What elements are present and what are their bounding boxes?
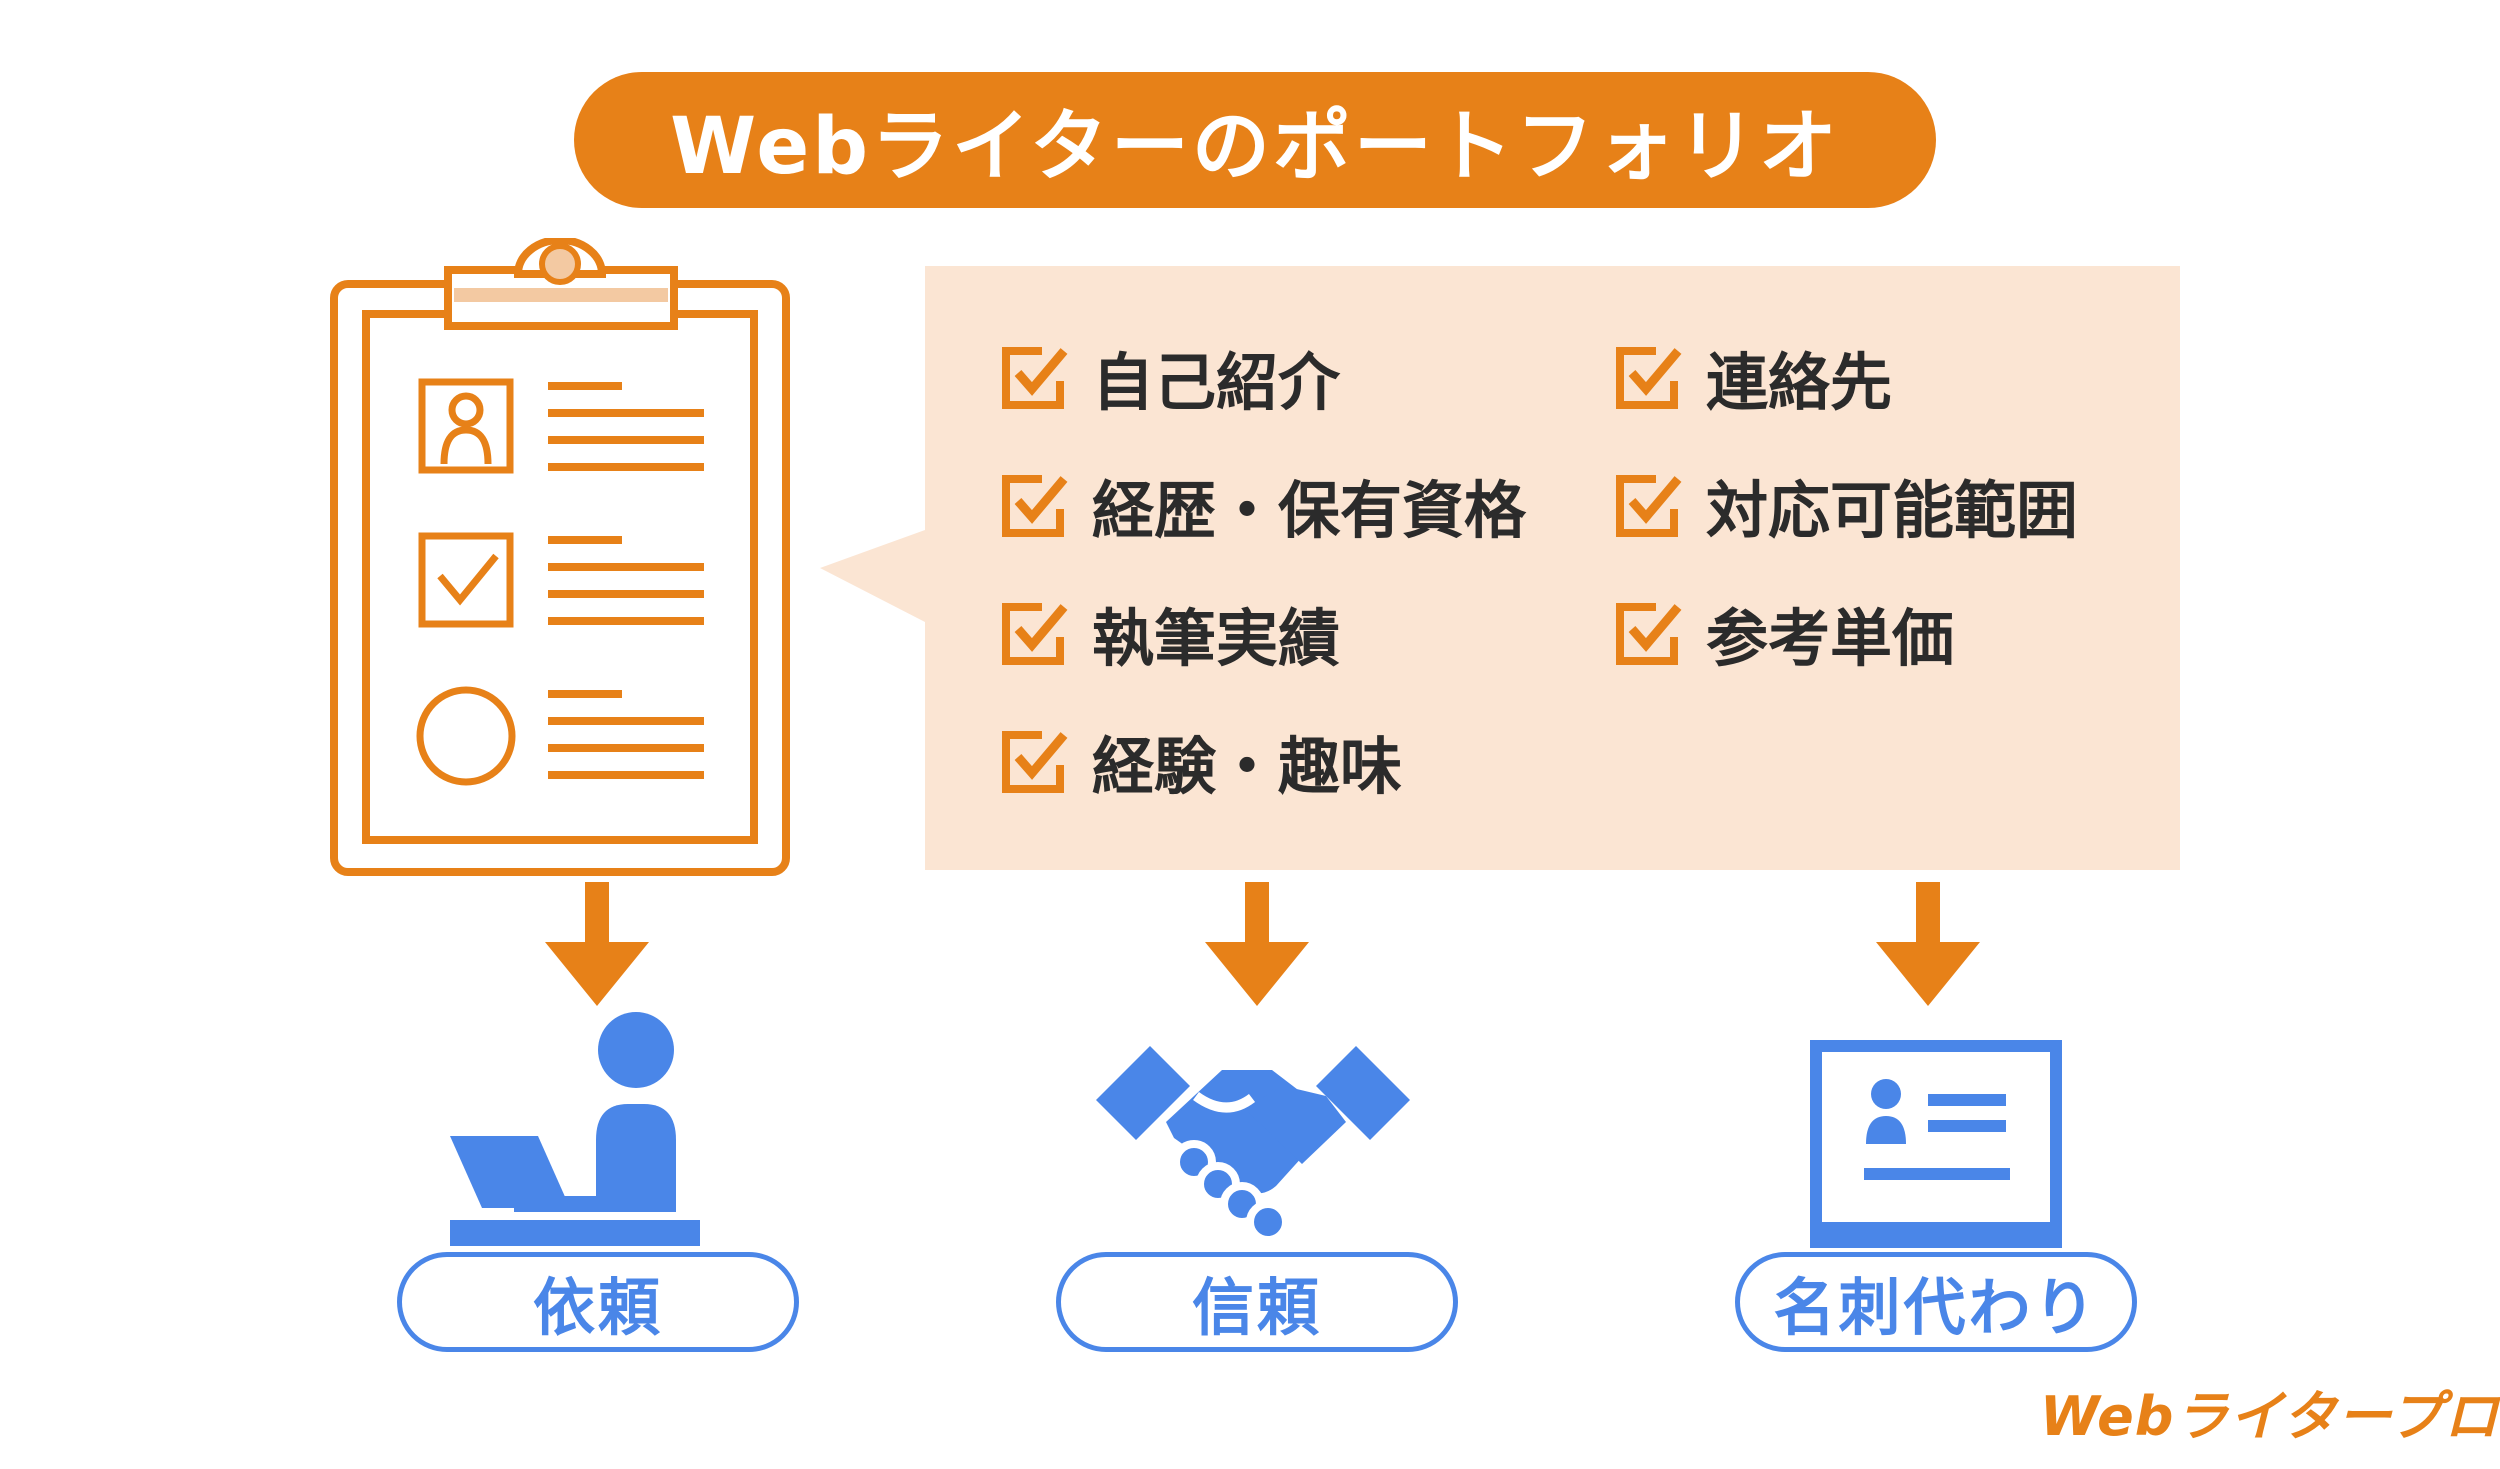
title-banner: Webライターのポートフォリオ — [574, 72, 1936, 208]
checkbox-checked-icon — [1002, 603, 1068, 665]
down-arrow-icon — [545, 882, 649, 1006]
items-panel-background — [820, 266, 2180, 870]
check-item-label: 経験・趣味 — [1092, 730, 1403, 803]
check-item-label: 経歴・保有資格 — [1092, 474, 1527, 547]
check-item-label: 執筆実績 — [1092, 602, 1341, 675]
outcome-label-text: 名刺代わり — [1773, 1271, 2099, 1344]
outcome-label-trust: 信頼 — [1056, 1252, 1458, 1352]
clipboard-icon — [330, 238, 790, 876]
down-arrow-icon — [1205, 882, 1309, 1006]
check-item-label: 自己紹介 — [1092, 346, 1341, 419]
check-item: 経験・趣味 — [998, 716, 1402, 806]
down-arrow-icon — [1876, 882, 1980, 1006]
check-item: 執筆実績 — [998, 588, 1340, 678]
check-item-label: 対応可能範囲 — [1706, 474, 2079, 547]
portfolio-items-panel: 自己紹介 経歴・保有資格 執筆実績 経験・趣味 — [925, 266, 2180, 870]
page-title: Webライターのポートフォリオ — [670, 102, 1840, 192]
check-item: 参考単価 — [1612, 588, 1954, 678]
check-item-label: 参考単価 — [1706, 602, 1955, 675]
checkbox-checked-icon — [1002, 347, 1068, 409]
id-card-icon — [1810, 1040, 2062, 1248]
outcome-label-text: 依頼 — [532, 1271, 663, 1344]
checkbox-checked-icon — [1002, 475, 1068, 537]
checkbox-checked-icon — [1616, 603, 1682, 665]
checkbox-checked-icon — [1616, 347, 1682, 409]
outcome-label-request: 依頼 — [397, 1252, 799, 1352]
handshake-icon — [1096, 1046, 1410, 1244]
check-item: 経歴・保有資格 — [998, 460, 1526, 550]
brand-watermark: Webライタープロ — [2040, 1385, 2499, 1448]
checkbox-checked-icon — [1002, 731, 1068, 793]
check-item: 自己紹介 — [998, 332, 1340, 422]
check-item-label: 連絡先 — [1706, 346, 1893, 419]
checkbox-checked-icon — [1616, 475, 1682, 537]
outcome-label-business-card: 名刺代わり — [1735, 1252, 2137, 1352]
outcome-label-text: 信頼 — [1191, 1271, 1322, 1344]
check-item: 対応可能範囲 — [1612, 460, 2078, 550]
person-at-laptop-icon — [450, 1012, 700, 1246]
check-item: 連絡先 — [1612, 332, 1892, 422]
